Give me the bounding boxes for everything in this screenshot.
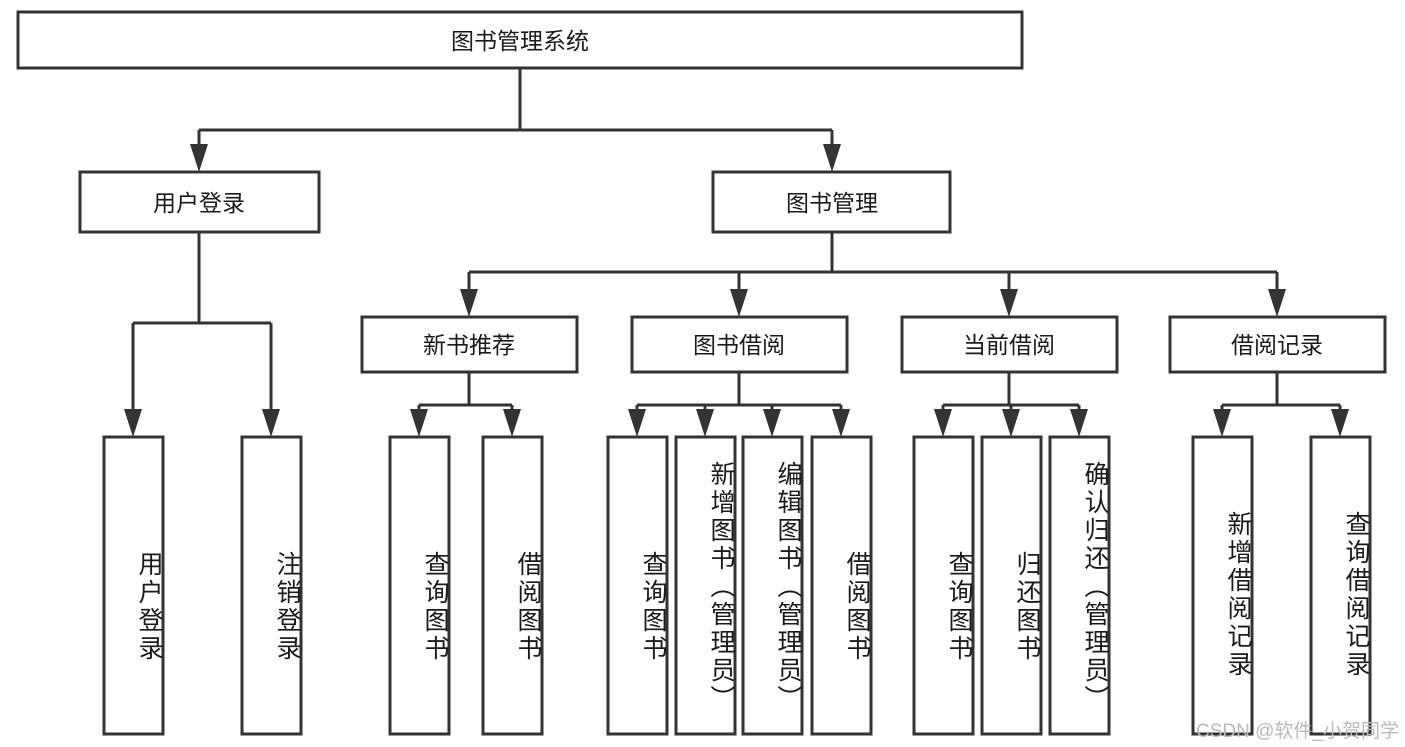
node-box-leaf[interactable] [980,435,1043,736]
connector-userlogin-to-leaves [124,232,280,437]
node-box-leaf[interactable] [810,435,873,736]
connector-newbook-to-leaves [410,372,521,437]
node-book-management[interactable]: 图书管理 [711,170,952,234]
arrow-head-icon [503,409,521,437]
node-label-current-borrow: 当前借阅 [963,332,1055,358]
arrow-head-icon [1331,409,1349,437]
arrow-head-icon [1213,409,1231,437]
arrow-head-icon [190,144,208,172]
node-box-borrow-record[interactable] [1168,315,1387,374]
node-label-book-management: 图书管理 [786,190,878,216]
node-box-current-borrow[interactable] [900,315,1119,374]
arrow-head-icon [1000,289,1018,317]
node-label-user-login: 用户登录 [153,190,245,216]
node-box-leaf[interactable] [481,435,544,736]
arrow-head-icon [823,144,841,172]
node-book-borrow[interactable]: 图书借阅 [630,315,849,374]
arrow-head-icon [763,409,781,437]
node-user-login[interactable]: 用户登录 [78,170,321,234]
node-label-root: 图书管理系统 [451,28,589,54]
node-label-borrow-record: 借阅记录 [1231,332,1323,358]
connector-bookborrow-to-leaves [628,372,850,437]
node-label-book-borrow: 图书借阅 [693,332,785,358]
connector-root-to-level2 [190,68,841,172]
node-box-leaf[interactable] [741,435,804,736]
node-box-book-management[interactable] [711,170,952,234]
node-label-new-book-recommend: 新书推荐 [423,332,515,358]
arrow-head-icon [1002,409,1020,437]
connector-borrowrecord-to-leaves [1213,372,1349,437]
node-box-book-borrow[interactable] [630,315,849,374]
node-box-leaf[interactable] [674,435,737,736]
arrow-head-icon [262,409,280,437]
arrow-head-icon [832,409,850,437]
node-box-leaf[interactable] [912,435,975,736]
leaf-boxes-user-login [102,435,303,736]
arrow-head-icon [1070,409,1088,437]
node-new-book-recommend[interactable]: 新书推荐 [360,315,579,374]
connector-bookmgmt-to-level3 [460,232,1286,317]
arrow-head-icon [696,409,714,437]
arrow-head-icon [934,409,952,437]
node-box-leaf[interactable] [1191,435,1254,736]
watermark-text: CSDN @软件_小贺同学 [1196,721,1399,742]
node-root-system[interactable]: 图书管理系统 [16,10,1024,70]
node-current-borrow[interactable]: 当前借阅 [900,315,1119,374]
leaf-boxes-new-book-recommend [388,435,544,736]
arrow-head-icon [460,289,478,317]
node-box-root[interactable] [16,10,1024,70]
node-box-new-book-recommend[interactable] [360,315,579,374]
node-box-leaf[interactable] [1048,435,1111,736]
arrow-head-icon [410,409,428,437]
node-box-leaf[interactable] [240,435,303,736]
node-box-leaf[interactable] [102,435,165,736]
node-box-leaf[interactable] [388,435,451,736]
connector-currentborrow-to-leaves [934,372,1088,437]
node-box-leaf[interactable] [1309,435,1372,736]
leaf-boxes-book-borrow [606,435,873,736]
arrow-head-icon [124,409,142,437]
leaf-boxes-current-borrow [912,435,1111,736]
arrow-head-icon [628,409,646,437]
node-borrow-record[interactable]: 借阅记录 [1168,315,1387,374]
leaf-boxes-borrow-record [1191,435,1372,736]
node-box-leaf[interactable] [606,435,669,736]
arrow-head-icon [730,289,748,317]
node-box-user-login[interactable] [78,170,321,234]
arrow-head-icon [1268,289,1286,317]
